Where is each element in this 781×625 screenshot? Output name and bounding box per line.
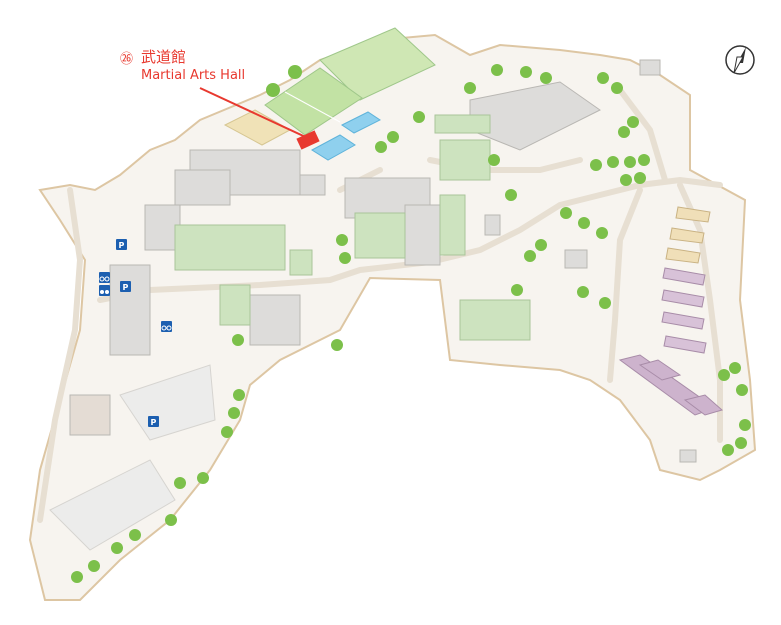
sports-area	[223, 27, 436, 161]
svg-text:P: P	[151, 418, 157, 427]
callout-leader-line	[199, 87, 313, 141]
parking-icon	[120, 281, 131, 292]
green-buildings	[174, 114, 531, 341]
callout-number: ㉖	[120, 52, 134, 67]
motorbike-icon	[99, 285, 110, 296]
parking-icon	[116, 239, 127, 250]
bicycle-icon	[99, 272, 110, 283]
bicycle-icon	[161, 321, 172, 332]
residence-blocks	[618, 354, 724, 416]
bicycle-parking	[99, 272, 172, 332]
pool-large	[311, 134, 356, 161]
callout-name-japanese: 武道館	[141, 48, 187, 66]
martial-arts-hall[interactable]	[296, 130, 320, 150]
svg-text:P: P	[123, 283, 129, 292]
buildings	[49, 59, 697, 551]
svg-text:P: P	[119, 241, 125, 250]
soccer-field	[264, 67, 363, 136]
parking-markers: P P P	[116, 239, 159, 427]
callout-name-english: Martial Arts Hall	[141, 68, 246, 83]
parking-icon	[148, 416, 159, 427]
row-houses-purple	[661, 267, 707, 354]
pool-small	[341, 111, 381, 134]
trees	[71, 64, 751, 583]
row-houses	[665, 206, 711, 264]
compass-icon	[725, 45, 755, 75]
